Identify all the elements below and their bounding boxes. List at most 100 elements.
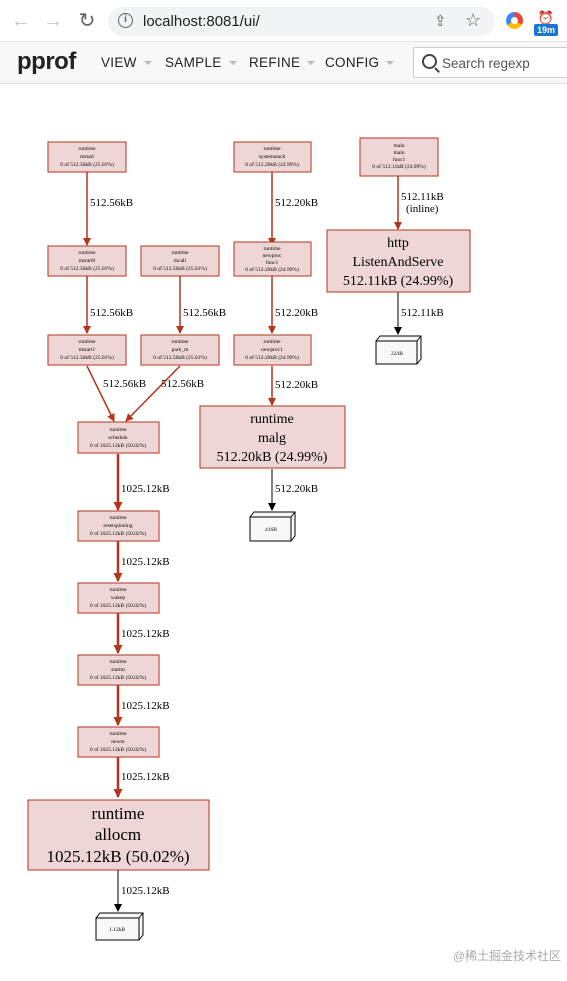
node-line: 0 of 512.20kB (24.99%) xyxy=(245,266,299,273)
node-line: func1 xyxy=(266,259,279,266)
node-line: mstart0 xyxy=(79,258,96,264)
edge-schedule-resetspinning[interactable]: 1025.12kB xyxy=(113,454,170,511)
node-line: runtime xyxy=(78,146,96,152)
node-runtime-park-m[interactable]: runtime park_m 0 of 512.56kB (25.01%) xyxy=(140,334,220,366)
leaf-allocm-1-12kb[interactable]: 1.12kB xyxy=(95,912,144,941)
bookmark-star-icon[interactable]: ☆ xyxy=(465,10,482,30)
node-http-listenandserve[interactable]: http ListenAndServe 512.11kB (24.99%) xyxy=(326,229,471,293)
node-line: runtime xyxy=(171,250,189,256)
extension-color-icon[interactable] xyxy=(506,12,523,29)
edge-startm-newm[interactable]: 1025.12kB xyxy=(113,685,170,726)
pprof-logo[interactable]: pprof xyxy=(17,48,76,75)
node-line: runtime xyxy=(263,246,281,252)
node-line: ListenAndServe xyxy=(353,255,444,270)
node-runtime-newm[interactable]: runtime newm 0 of 1025.12kB (50.02%) xyxy=(77,726,160,758)
address-bar[interactable]: i localhost:8081/ui/ ⇪ ☆ xyxy=(108,7,495,36)
node-line: 0 of 1025.12kB (50.02%) xyxy=(90,530,147,537)
node-runtime-startm[interactable]: runtime startm 0 of 1025.12kB (50.02%) xyxy=(77,654,160,686)
leaf-label: 1.12kB xyxy=(109,927,125,933)
node-line: runtime xyxy=(109,659,127,665)
edge-mstart0-mstart1[interactable]: 512.56kB xyxy=(83,276,133,334)
node-runtime-schedule[interactable]: runtime schedule 0 of 1025.12kB (50.02%) xyxy=(77,421,160,454)
edge-wakep-startm[interactable]: 1025.12kB xyxy=(113,613,170,654)
edge-label: 512.56kB xyxy=(161,378,204,390)
edge-park-schedule[interactable]: 512.56kB xyxy=(125,365,204,422)
menu-refine[interactable]: REFINE xyxy=(249,55,316,70)
edge-systemstack-newproc[interactable]: 512.20kB xyxy=(268,172,318,246)
node-runtime-mcall[interactable]: runtime mcall 0 of 512.56kB (25.01%) xyxy=(140,245,220,277)
menu-config-label: CONFIG xyxy=(325,55,380,70)
leaf-listenandserve-224b[interactable]: 224B xyxy=(375,335,422,365)
edge-label: 512.56kB xyxy=(183,307,226,319)
edge-allocm-leaf[interactable]: 1025.12kB xyxy=(114,870,170,912)
extension-alarm-icon[interactable]: ⏰ xyxy=(537,10,555,25)
node-line: 0 of 512.11kB (24.99%) xyxy=(372,163,426,170)
menu-view-label: VIEW xyxy=(101,55,137,70)
menu-config[interactable]: CONFIG xyxy=(325,55,395,70)
node-line: 0 of 512.56kB (25.01%) xyxy=(60,354,114,361)
edge-inline-label: (inline) xyxy=(406,203,439,215)
back-icon[interactable]: ← xyxy=(11,10,31,32)
node-runtime-malg[interactable]: runtime malg 512.20kB (24.99%) xyxy=(199,405,346,469)
node-runtime-mstart[interactable]: runtime mstart 0 of 512.56kB (25.01%) xyxy=(47,141,127,173)
node-line: 0 of 1025.12kB (50.02%) xyxy=(90,674,147,681)
reload-icon[interactable]: ↻ xyxy=(78,10,96,32)
edge-newm-allocm[interactable]: 1025.12kB xyxy=(113,757,170,798)
node-runtime-resetspinning[interactable]: runtime resetspinning 0 of 1025.12kB (50… xyxy=(77,510,160,542)
node-runtime-wakep[interactable]: runtime wakep 0 of 1025.12kB (50.02%) xyxy=(77,582,160,614)
leaf-malg-416b[interactable]: 416B xyxy=(249,511,296,542)
node-line: func1 xyxy=(393,156,406,163)
edge-label: 1025.12kB xyxy=(121,628,170,640)
edge-newproc1-malg[interactable]: 512.20kB xyxy=(268,366,318,406)
edge-mstart-mstart0[interactable]: 512.56kB xyxy=(83,172,133,246)
node-runtime-allocm[interactable]: runtime allocm 1025.12kB (50.02%) xyxy=(27,799,210,871)
edge-newproc-newproc1[interactable]: 512.20kB xyxy=(268,276,318,334)
node-runtime-newproc1[interactable]: runtime newproc1 0 of 512.20kB (24.99%) xyxy=(233,334,312,366)
edge-label: 512.11kB xyxy=(401,307,444,319)
edge-malg-leaf[interactable]: 512.20kB xyxy=(268,469,318,511)
forward-icon[interactable]: → xyxy=(43,10,63,32)
node-line: schedule xyxy=(108,435,128,441)
edge-mcall-park[interactable]: 512.56kB xyxy=(176,276,226,334)
node-line: runtime xyxy=(109,587,127,593)
node-line: allocm xyxy=(95,825,141,844)
edge-label: 512.20kB xyxy=(275,307,318,319)
node-line: runtime xyxy=(109,427,127,433)
search-input[interactable] xyxy=(442,53,567,73)
edge-listenandserve-leaf[interactable]: 512.11kB xyxy=(394,292,444,335)
pprof-header: pprof VIEW SAMPLE REFINE CONFIG xyxy=(0,42,567,84)
node-main-func1[interactable]: main main func1 0 of 512.11kB (24.99%) xyxy=(359,137,439,177)
edge-label: 512.56kB xyxy=(90,307,133,319)
search-box[interactable] xyxy=(413,47,567,78)
edge-label: 1025.12kB xyxy=(121,771,170,783)
edge-resetspinning-wakep[interactable]: 1025.12kB xyxy=(113,541,170,582)
url-text[interactable]: localhost:8081/ui/ xyxy=(143,13,260,30)
node-line: http xyxy=(387,236,409,251)
node-runtime-mstart1[interactable]: runtime mstart1 0 of 512.56kB (25.01%) xyxy=(47,334,127,366)
node-line: resetspinning xyxy=(103,523,133,529)
node-line: 0 of 512.56kB (25.01%) xyxy=(60,265,114,272)
edge-label: 512.11kB xyxy=(401,191,444,203)
menu-view[interactable]: VIEW xyxy=(101,55,152,70)
node-line: 0 of 512.20kB (24.99%) xyxy=(245,161,299,168)
call-graph[interactable]: 512.56kB 512.56kB 512.56kB 512.56kB 512.… xyxy=(0,84,567,976)
edge-mstart1-schedule[interactable]: 512.56kB xyxy=(86,365,146,422)
menu-sample[interactable]: SAMPLE xyxy=(165,55,237,70)
node-line: runtime xyxy=(263,339,281,345)
edge-label: 1025.12kB xyxy=(121,556,170,568)
node-runtime-newproc-func1[interactable]: runtime newproc func1 0 of 512.20kB (24.… xyxy=(233,241,312,277)
node-line: wakep xyxy=(111,595,126,601)
edge-main-listenandserve[interactable]: 512.11kB (inline) xyxy=(394,176,444,230)
edge-label: 512.20kB xyxy=(275,197,318,209)
share-icon[interactable]: ⇪ xyxy=(434,13,447,30)
node-line: systemstack xyxy=(259,154,286,160)
site-info-icon[interactable]: i xyxy=(118,13,133,28)
node-line: runtime xyxy=(109,515,127,521)
node-runtime-systemstack[interactable]: runtime systemstack 0 of 512.20kB (24.99… xyxy=(233,141,312,173)
node-line: newproc xyxy=(263,253,282,259)
node-line: 0 of 512.56kB (25.01%) xyxy=(153,354,207,361)
node-line: mcall xyxy=(174,258,187,264)
node-runtime-mstart0[interactable]: runtime mstart0 0 of 512.56kB (25.01%) xyxy=(47,245,127,277)
node-line: startm xyxy=(111,667,125,673)
caret-down-icon xyxy=(386,61,395,66)
